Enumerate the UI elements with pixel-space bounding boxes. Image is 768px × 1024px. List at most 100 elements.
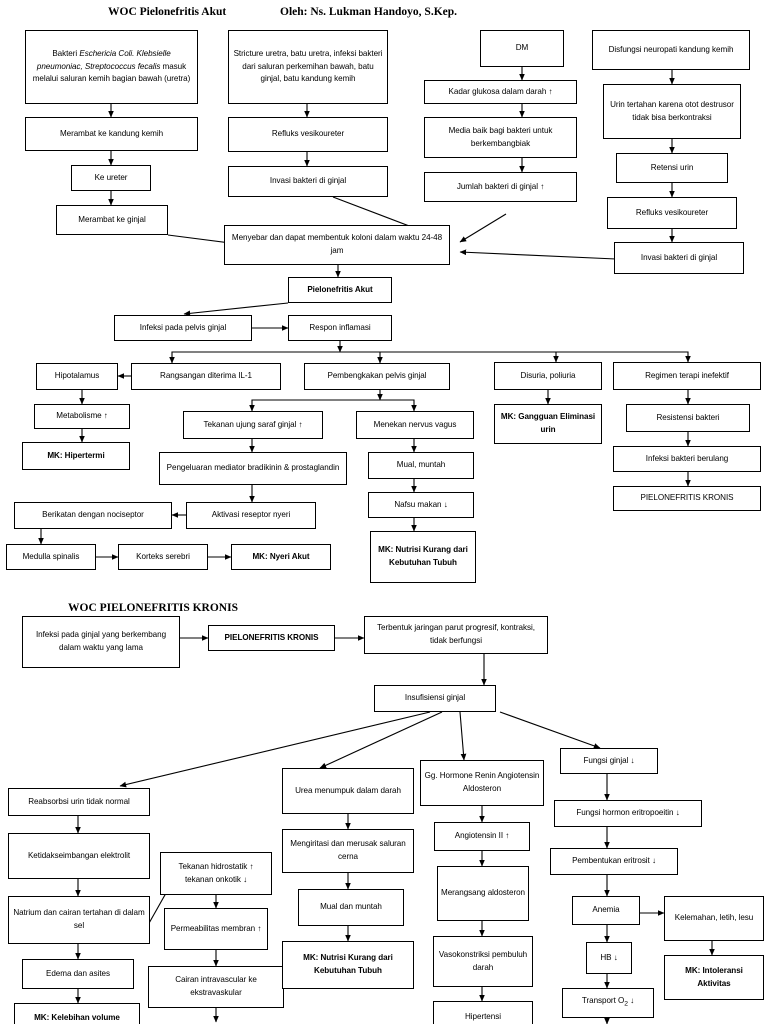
up-arrow-icon: ↑ bbox=[505, 831, 510, 841]
node-label: Insufisiensi ginjal bbox=[404, 693, 466, 703]
node-medulla-spinalis: Medulla spinalis bbox=[6, 544, 96, 570]
node-label: MK: Kelebihan volume bbox=[34, 1012, 120, 1022]
node-label: Merangsang aldosteron bbox=[441, 888, 525, 898]
node-label: Respon inflamasi bbox=[309, 322, 371, 332]
down-arrow-icon: ↓ bbox=[630, 996, 635, 1006]
node-label: Media baik bagi bakteri untuk berkembang… bbox=[448, 125, 553, 148]
node-kadar-glukosa: Kadar glukosa dalam darah ↑ bbox=[424, 80, 577, 104]
node-mual-muntah: Mual, muntah bbox=[368, 452, 474, 479]
up-arrow-icon: ↑ bbox=[540, 181, 545, 191]
node-label: Pengeluaran mediator bradikinin & prosta… bbox=[166, 463, 340, 473]
node-label: Retensi urin bbox=[650, 162, 694, 172]
node-menyebar-koloni: Menyebar dan dapat membentuk koloni dala… bbox=[224, 225, 450, 265]
node-disuria-poliuria: Disuria, poliuria bbox=[494, 362, 602, 390]
node-label: Natrium dan cairan tertahan di dalam sel bbox=[13, 908, 145, 930]
node-merambat-ginjal: Merambat ke ginjal bbox=[56, 205, 168, 235]
node-pielonefritis-kronis-title: PIELONEFRITIS KRONIS bbox=[208, 625, 335, 651]
node-mengiritasi-saluran-cerna: Mengiritasi dan merusak saluran cerna bbox=[282, 829, 414, 873]
node-label: Mual, muntah bbox=[396, 460, 446, 470]
node-label: Terbentuk jaringan parut progresif, kont… bbox=[377, 623, 535, 645]
node-bakteri-masuk: Bakteri Eschericia Coli. Klebsielle pneu… bbox=[25, 30, 198, 104]
node-label: Vasokonstriksi pembuluh darah bbox=[438, 949, 528, 972]
node-label: DM bbox=[515, 43, 529, 53]
up-arrow-icon: ↑ bbox=[103, 411, 108, 421]
node-mk-nyeri-akut: MK: Nyeri Akut bbox=[231, 544, 331, 570]
node-infeksi-pelvis-ginjal: Infeksi pada pelvis ginjal bbox=[114, 315, 252, 341]
node-label: Pembengkakan pelvis ginjal bbox=[327, 371, 427, 381]
node-label: Invasi bakteri di ginjal bbox=[269, 176, 347, 186]
node-rangsangan-il1: Rangsangan diterima IL-1 bbox=[131, 363, 281, 390]
node-urea-menumpuk: Urea menumpuk dalam darah bbox=[282, 768, 414, 814]
node-pembentukan-eritrosit: Pembentukan eritrosit ↓ bbox=[550, 848, 678, 875]
node-refluks-vesikoureter-2: Refluks vesikoureter bbox=[607, 197, 737, 229]
node-mual-dan-muntah: Mual dan muntah bbox=[298, 889, 404, 926]
node-nafsu-makan: Nafsu makan ↓ bbox=[368, 492, 474, 518]
down-arrow-icon: ↓ bbox=[243, 874, 248, 884]
node-label: PIELONEFRITIS KRONIS bbox=[224, 632, 319, 642]
node-label: Invasi bakteri di ginjal bbox=[640, 252, 718, 262]
node-label: Infeksi bakteri berulang bbox=[645, 453, 729, 463]
up-arrow-icon: ↑ bbox=[249, 861, 254, 871]
node-natrium-cairan-tertahan: Natrium dan cairan tertahan di dalam sel bbox=[8, 896, 150, 944]
up-arrow-icon: ↑ bbox=[548, 86, 553, 96]
node-anemia: Anemia bbox=[572, 896, 640, 925]
node-metabolisme: Metabolisme ↑ bbox=[34, 404, 130, 429]
node-label: Disuria, poliuria bbox=[520, 370, 576, 380]
node-label: Mengiritasi dan merusak saluran cerna bbox=[290, 839, 406, 861]
node-mk-intoleransi-aktivitas: MK: Intoleransi Aktivitas bbox=[664, 955, 764, 1000]
node-label: Hipertensi bbox=[465, 1011, 501, 1021]
node-pengeluaran-mediator: Pengeluaran mediator bradikinin & prosta… bbox=[159, 452, 347, 485]
node-label: Korteks serebri bbox=[136, 551, 190, 561]
node-menekan-nervus-vagus: Menekan nervus vagus bbox=[356, 411, 474, 439]
node-label: Jumlah bakteri di ginjal bbox=[456, 181, 538, 191]
node-label: Gg. Hormone Renin Angiotensin Aldosteron bbox=[424, 771, 540, 793]
node-label: MK: Nutrisi Kurang dari Kebutuhan Tubuh bbox=[303, 953, 393, 975]
node-label: Regimen terapi inefektif bbox=[645, 370, 729, 380]
node-label: MK: Hipertermi bbox=[47, 450, 105, 460]
node-label: Rangsangan diterima IL-1 bbox=[160, 371, 252, 381]
node-invasi-bakteri-ginjal-1: Invasi bakteri di ginjal bbox=[228, 166, 388, 197]
node-label: Pielonefritis Akut bbox=[307, 284, 373, 294]
node-tekanan-hidrostatik-onkotik: Tekanan hidrostatik ↑ tekanan onkotik ↓ bbox=[160, 852, 272, 895]
node-pielonefritis-akut: Pielonefritis Akut bbox=[288, 277, 392, 303]
node-label: Cairan intravascular ke ekstravaskular bbox=[175, 975, 257, 997]
node-label: Aktivasi reseptor nyeri bbox=[211, 510, 291, 520]
node-label: Kelemahan, letih, lesu bbox=[674, 913, 754, 923]
node-refluks-vesikoureter-1: Refluks vesikoureter bbox=[228, 117, 388, 152]
node-label: Metabolisme bbox=[56, 411, 102, 421]
node-label: MK: Nutrisi Kurang dari Kebutuhan Tubuh bbox=[378, 545, 468, 567]
node-ketidakseimbangan-elektrolit: Ketidakseimbangan elektrolit bbox=[8, 833, 150, 879]
node-label: Ketidakseimbangan elektrolit bbox=[27, 850, 131, 860]
node-angiotensin-ii: Angiotensin II ↑ bbox=[434, 822, 530, 851]
node-tekanan-ujung-saraf: Tekanan ujung saraf ginjal ↑ bbox=[183, 411, 323, 439]
node-respon-inflamasi: Respon inflamasi bbox=[288, 315, 392, 341]
node-label: MK: Intoleransi Aktivitas bbox=[685, 965, 743, 988]
node-label: Resistensi bakteri bbox=[656, 412, 720, 422]
node-label: Menyebar dan dapat membentuk koloni dala… bbox=[231, 233, 443, 255]
node-mk-nutrisi-kurang-acute: MK: Nutrisi Kurang dari Kebutuhan Tubuh bbox=[370, 531, 476, 583]
node-insufisiensi-ginjal: Insufisiensi ginjal bbox=[374, 685, 496, 712]
node-label: Permeabilitas membran bbox=[170, 923, 256, 933]
node-label: Merambat ke ginjal bbox=[78, 214, 146, 224]
node-gg-hormone-renin: Gg. Hormone Renin Angiotensin Aldosteron bbox=[420, 760, 544, 806]
node-label: Medulla spinalis bbox=[22, 551, 80, 561]
node-label: Infeksi pada pelvis ginjal bbox=[139, 322, 227, 332]
node-berikatan-nociseptor: Berikatan dengan nociseptor bbox=[14, 502, 172, 529]
node-media-baik-bakteri: Media baik bagi bakteri untuk berkembang… bbox=[424, 117, 577, 158]
node-dm: DM bbox=[480, 30, 564, 67]
node-hipertensi: Hipertensi bbox=[433, 1001, 533, 1024]
node-bakteri-italic-a: Eschericia Coli. Klebsielle bbox=[79, 49, 171, 59]
node-hb: HB ↓ bbox=[586, 942, 632, 974]
node-mk-kelebihan-volume: MK: Kelebihan volume bbox=[14, 1003, 140, 1024]
node-label: Edema dan asites bbox=[46, 968, 110, 978]
node-mk-hipertermi: MK: Hipertermi bbox=[22, 442, 130, 470]
node-label: Urea menumpuk dalam darah bbox=[295, 785, 401, 795]
node-label: Menekan nervus vagus bbox=[373, 419, 457, 429]
node-hipotalamus: Hipotalamus bbox=[36, 363, 118, 390]
node-label: Pembentukan eritrosit bbox=[572, 856, 650, 866]
node-transport-o2: Transport O2 ↓ bbox=[562, 988, 654, 1018]
node-label: Ke ureter bbox=[94, 172, 128, 182]
node-label: Fungsi hormon eritropoeitin bbox=[576, 808, 674, 818]
node-disfungsi-neuropati: Disfungsi neuropati kandung kemih bbox=[592, 30, 750, 70]
